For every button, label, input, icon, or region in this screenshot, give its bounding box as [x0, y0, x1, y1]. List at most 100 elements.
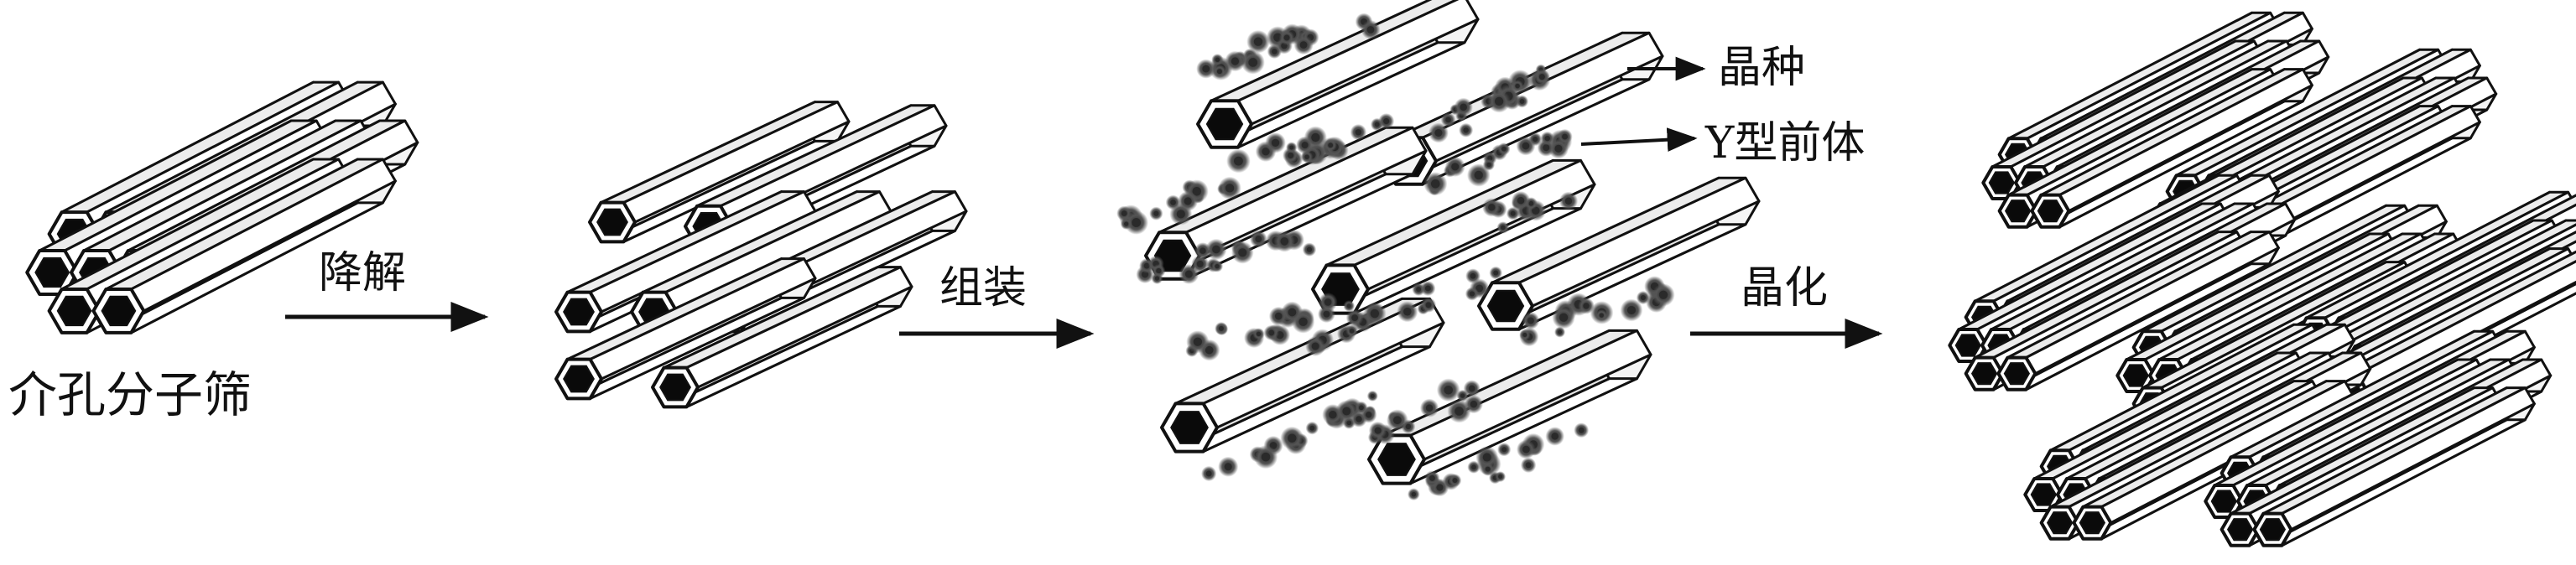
particle-core: [1658, 290, 1668, 299]
y-precursor-particles: [1136, 229, 1317, 284]
particle-core: [1289, 145, 1294, 150]
particle-core: [1328, 143, 1334, 148]
particle-core: [1212, 245, 1220, 254]
particle-core: [1374, 122, 1380, 127]
label-mesoporous-sieve: 介孔分子筛: [8, 366, 252, 423]
particle-core: [1519, 99, 1525, 104]
particle-core: [1192, 186, 1201, 196]
particle-core: [1329, 410, 1337, 419]
particle-core: [1366, 412, 1372, 418]
particle-core: [1543, 144, 1550, 152]
particle-core: [1452, 478, 1458, 484]
particle-core: [1359, 405, 1364, 411]
particle-core: [1274, 312, 1283, 320]
particle-core: [1558, 329, 1562, 334]
particle-core: [1501, 146, 1507, 152]
mesoporous-bundle: [25, 80, 419, 334]
bundle-rod: [1996, 231, 2280, 391]
particle-core: [1271, 138, 1280, 147]
particle-core: [1640, 295, 1646, 301]
particle-core: [1324, 298, 1332, 306]
particle-core: [1498, 474, 1503, 479]
seed-particles: [1196, 13, 1381, 80]
particle-core: [1554, 144, 1563, 153]
particle-core: [1238, 248, 1247, 257]
bundle-rod: [2328, 250, 2576, 408]
y-precursor-particles: [1305, 266, 1503, 356]
particle-core: [1196, 260, 1204, 267]
particle-core: [1299, 41, 1308, 49]
particle-core: [1485, 466, 1491, 472]
label-crystallization: 晶化: [1741, 263, 1829, 314]
particle-core: [1253, 37, 1263, 46]
particle-core: [1366, 26, 1375, 34]
y-precursor-particles: [1226, 113, 1395, 174]
particle-core: [1215, 263, 1220, 269]
particle-core: [1351, 314, 1358, 322]
particle-core: [1301, 142, 1309, 148]
seed-particles: [1428, 64, 1551, 143]
particle-core: [1304, 154, 1309, 159]
particle-core: [1445, 117, 1451, 123]
particle-core: [1626, 305, 1637, 315]
particle-core: [1121, 210, 1127, 216]
particle-core: [1474, 170, 1483, 180]
particle-core: [1311, 342, 1319, 350]
particle-core: [1200, 247, 1206, 254]
crystallized-bundle: [1948, 174, 2297, 391]
particle-core: [1425, 302, 1432, 308]
particle-core: [1495, 96, 1504, 106]
particle-core: [1403, 308, 1412, 316]
particle-core: [1470, 272, 1476, 279]
particle-core: [1205, 345, 1214, 355]
precursor-rod: [1367, 329, 1652, 485]
particle-core: [1132, 218, 1142, 227]
bundle-rod: [2030, 68, 2313, 229]
particle-core: [1280, 237, 1289, 246]
particle-core: [1272, 49, 1278, 54]
particle-core: [1288, 152, 1294, 158]
particle-core: [1533, 137, 1538, 143]
particle-core: [1522, 142, 1530, 150]
particle-core: [1411, 491, 1417, 497]
particle-core: [1455, 407, 1464, 416]
particle-core: [1154, 276, 1160, 281]
label-assembly: 组装: [939, 263, 1028, 314]
particle-core: [1370, 393, 1375, 398]
particle-core: [1225, 184, 1235, 193]
particle-core: [1564, 197, 1573, 205]
particle-core: [1429, 474, 1435, 481]
particle-core: [1488, 204, 1496, 211]
degraded-rod: [651, 266, 913, 409]
y-precursor-particles: [1519, 276, 1675, 347]
particle-core: [1436, 484, 1444, 491]
y-precursor-particles: [1423, 128, 1573, 196]
particle-core: [1156, 268, 1162, 274]
particle-core: [1525, 462, 1532, 469]
particle-core: [1288, 433, 1297, 443]
particle-core: [1515, 83, 1520, 89]
assembled-rods-with-particles: [1116, 0, 1761, 500]
particle-core: [1234, 156, 1243, 166]
y-precursor-particles: [1408, 422, 1590, 500]
particle-core: [1544, 136, 1550, 142]
particle-core: [1184, 197, 1192, 205]
particle-core: [1306, 246, 1313, 252]
particle-core: [1522, 445, 1530, 454]
particle-core: [1288, 308, 1297, 317]
particle-core: [1562, 133, 1568, 140]
particle-core: [1424, 285, 1431, 292]
particle-core: [1416, 287, 1422, 293]
label-y-precursor: Y型前体: [1705, 118, 1866, 168]
particle-core: [1527, 317, 1534, 324]
particle-core: [1215, 57, 1220, 62]
particle-core: [1218, 325, 1224, 331]
particle-core: [1460, 393, 1465, 398]
particle-core: [1255, 236, 1262, 243]
particle-core: [1444, 386, 1453, 395]
particle-core: [1202, 65, 1210, 73]
y-precursor-particles: [1482, 190, 1579, 234]
particle-core: [1425, 404, 1434, 412]
particle-core: [1482, 453, 1491, 462]
